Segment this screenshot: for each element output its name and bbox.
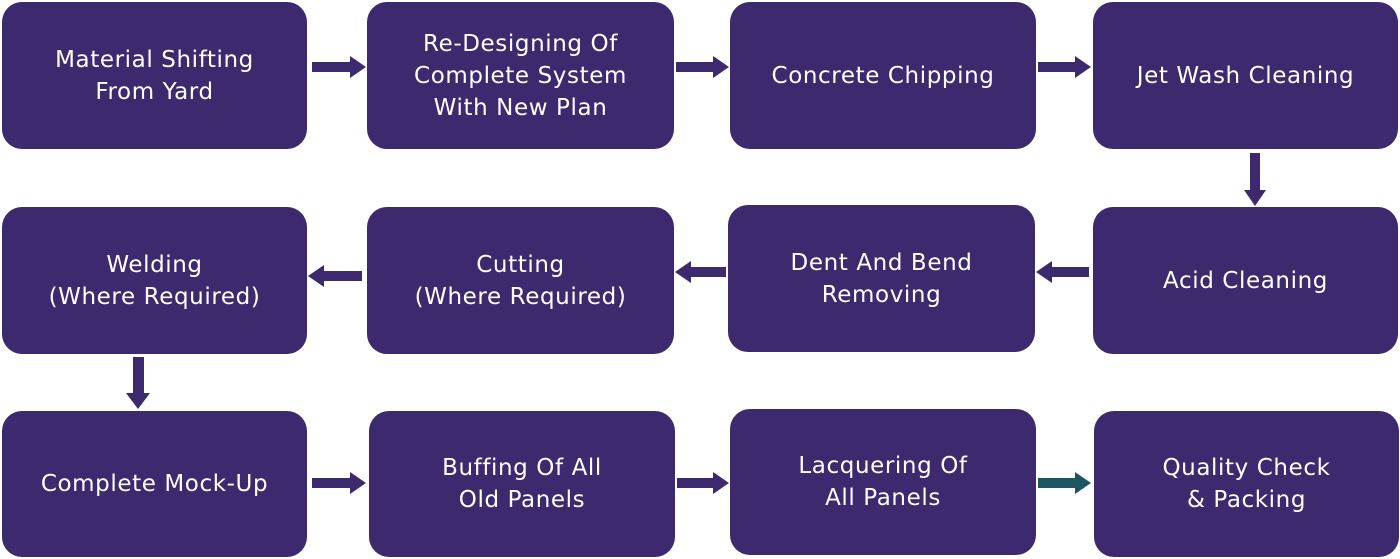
arrow-down-icon — [126, 357, 150, 409]
step-welding: Welding (Where Required) — [2, 207, 307, 354]
step-concrete-chipping: Concrete Chipping — [730, 2, 1036, 149]
step-label: Jet Wash Cleaning — [1136, 62, 1355, 89]
step-acid-cleaning: Acid Cleaning — [1093, 207, 1398, 354]
step-jet-wash-cleaning: Jet Wash Cleaning — [1093, 2, 1398, 149]
step-complete-mock-up: Complete Mock-Up — [2, 411, 307, 557]
step-label: Complete Mock-Up — [40, 471, 269, 497]
step-label: Welding (Where Required) — [48, 251, 261, 310]
arrow-right-icon — [1038, 472, 1091, 494]
arrow-right-icon — [312, 472, 366, 494]
step-label: Concrete Chipping — [771, 62, 995, 89]
arrow-right-icon — [677, 472, 729, 494]
step-buffing: Buffing Of All Old Panels — [369, 411, 675, 557]
step-quality-check-packing: Quality Check & Packing — [1094, 411, 1399, 557]
step-label: Cutting (Where Required) — [414, 251, 627, 310]
step-label: Dent And Bend Removing — [790, 249, 973, 308]
step-label: Acid Cleaning — [1163, 267, 1328, 294]
step-label: Buffing Of All Old Panels — [442, 455, 602, 513]
arrow-right-icon — [312, 56, 366, 78]
step-re-designing: Re-Designing Of Complete System With New… — [367, 2, 674, 149]
step-lacquering: Lacquering Of All Panels — [730, 409, 1036, 555]
step-label: Lacquering Of All Panels — [798, 453, 968, 511]
arrow-left-icon — [1036, 261, 1089, 283]
step-material-shifting: Material Shifting From Yard — [2, 2, 307, 149]
step-label: Re-Designing Of Complete System With New… — [414, 30, 627, 121]
step-label: Material Shifting From Yard — [55, 46, 254, 105]
arrow-right-icon — [676, 56, 729, 78]
step-dent-and-bend-removing: Dent And Bend Removing — [728, 205, 1035, 352]
arrow-down-icon — [1244, 153, 1266, 206]
arrow-left-icon — [308, 265, 362, 287]
arrow-left-icon — [675, 261, 726, 283]
step-label: Quality Check & Packing — [1162, 455, 1331, 513]
arrow-right-icon — [1038, 56, 1091, 78]
step-cutting: Cutting (Where Required) — [367, 207, 674, 354]
